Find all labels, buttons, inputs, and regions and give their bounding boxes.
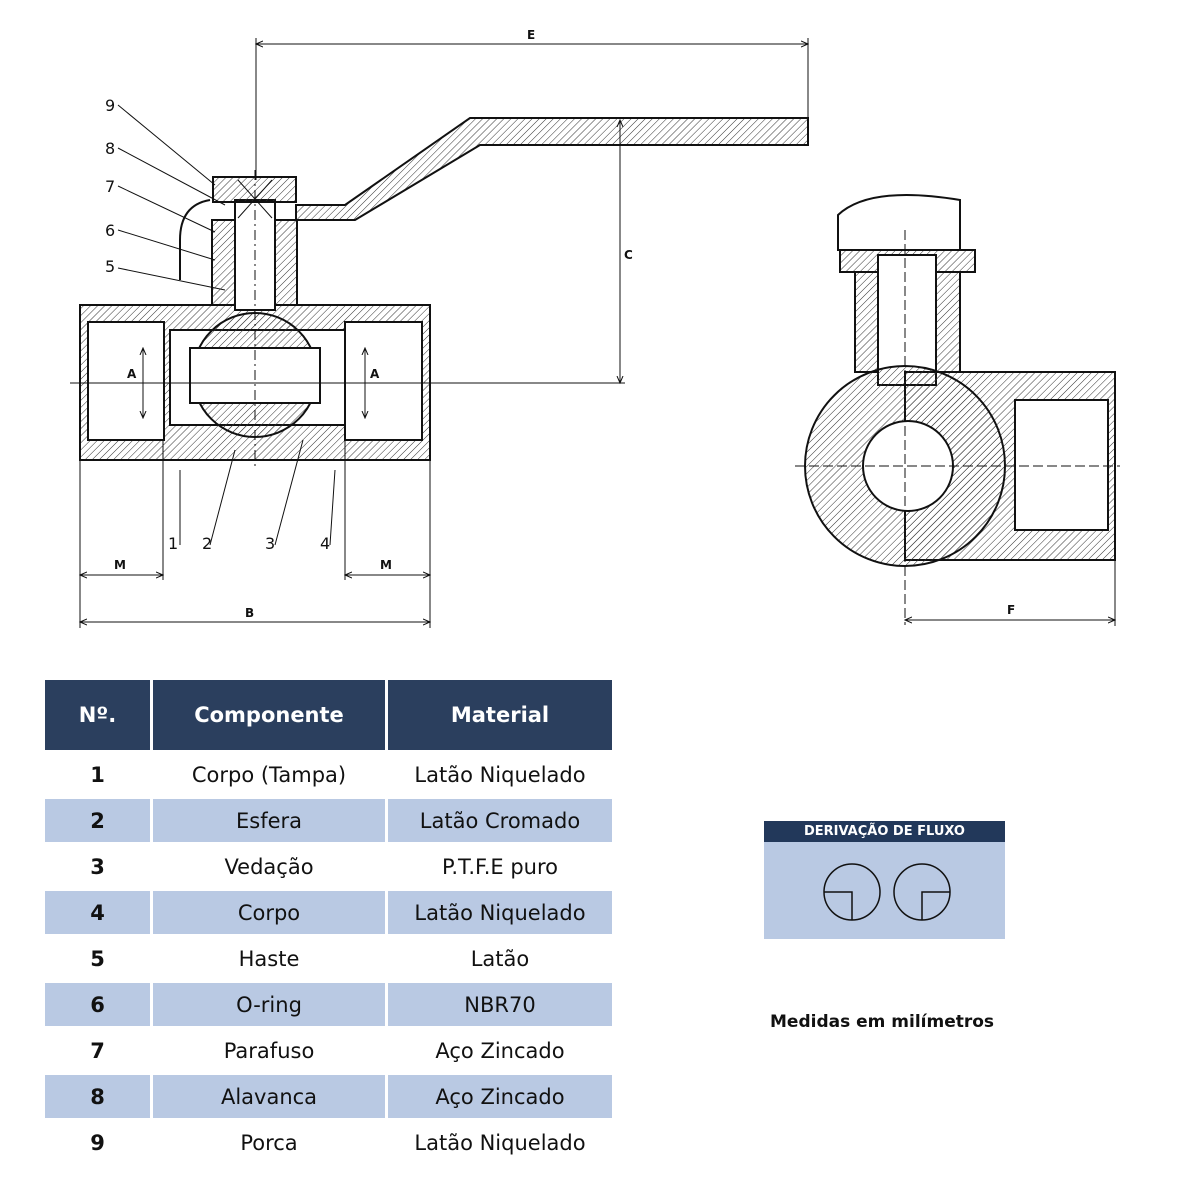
- table-row: 9 Porca Latão Niquelado: [45, 1121, 612, 1164]
- table-row: 7 Parafuso Aço Zincado: [45, 1029, 612, 1072]
- row-component: O-ring: [153, 983, 385, 1026]
- row-material: Aço Zincado: [435, 1038, 565, 1063]
- dim-label-e: E: [527, 28, 535, 42]
- front-view: [70, 38, 809, 628]
- flow-diagrams: [823, 863, 951, 921]
- row-component: Esfera: [153, 799, 385, 842]
- dim-label-f: F: [1007, 603, 1015, 617]
- row-number: 8: [45, 1075, 150, 1118]
- row-number: 3: [90, 854, 105, 879]
- row-material: Latão Cromado: [388, 799, 612, 842]
- flow-derivation-box: DERIVAÇÃO DE FLUXO: [764, 821, 1005, 939]
- row-material: Latão Niquelado: [414, 762, 586, 787]
- dim-label-a-left: A: [127, 367, 137, 381]
- row-number: 4: [45, 891, 150, 934]
- callout-7: 7: [105, 177, 115, 196]
- row-number: 9: [90, 1130, 105, 1155]
- callout-4: 4: [320, 534, 330, 553]
- flow-left-icon: [823, 863, 881, 921]
- dim-label-m-right: M: [380, 558, 392, 572]
- dim-label-b: B: [245, 606, 254, 620]
- row-material: Latão: [470, 946, 530, 971]
- row-number: 6: [45, 983, 150, 1026]
- row-number: 7: [90, 1038, 105, 1063]
- row-number: 5: [90, 946, 105, 971]
- row-component: Corpo: [153, 891, 385, 934]
- row-component: Porca: [240, 1130, 298, 1155]
- callout-8: 8: [105, 139, 115, 158]
- table-row: 5 Haste Latão: [45, 937, 612, 980]
- row-number: 2: [45, 799, 150, 842]
- row-material: Latão Niquelado: [388, 891, 612, 934]
- row-material: Aço Zincado: [388, 1075, 612, 1118]
- callout-6: 6: [105, 221, 115, 240]
- callout-5: 5: [105, 257, 115, 276]
- row-component: Haste: [238, 946, 300, 971]
- row-component: Vedação: [224, 854, 314, 879]
- dim-label-a-right: A: [370, 367, 380, 381]
- header-number: Nº.: [45, 680, 150, 750]
- units-note: Medidas em milímetros: [770, 1012, 995, 1032]
- table-row: 3 Vedação P.T.F.E puro: [45, 845, 612, 888]
- flow-right-icon: [893, 863, 951, 921]
- row-component: Corpo (Tampa): [191, 762, 347, 787]
- parts-table: Nº. Componente Material 1 Corpo (Tampa) La…: [42, 677, 615, 1167]
- row-material: Latão Niquelado: [414, 1130, 586, 1155]
- row-component: Parafuso: [223, 1038, 315, 1063]
- row-number: 1: [90, 762, 105, 787]
- table-row: 1 Corpo (Tampa) Latão Niquelado: [45, 753, 612, 796]
- header-material: Material: [388, 680, 612, 750]
- callout-1: 1: [168, 534, 178, 553]
- valve-drawing: E C A A M M B F 1 2 3 4 5 6 7 8 9: [70, 28, 1120, 628]
- row-material: P.T.F.E puro: [441, 854, 559, 879]
- row-component: Alavanca: [153, 1075, 385, 1118]
- callout-9: 9: [105, 96, 115, 115]
- side-view: [795, 194, 1120, 626]
- flow-derivation-title: DERIVAÇÃO DE FLUXO: [764, 821, 1005, 842]
- callout-2: 2: [202, 534, 212, 553]
- dim-label-m-left: M: [114, 558, 126, 572]
- row-material: NBR70: [388, 983, 612, 1026]
- callout-3: 3: [265, 534, 275, 553]
- header-component: Componente: [153, 680, 385, 750]
- dim-label-c: C: [624, 248, 633, 262]
